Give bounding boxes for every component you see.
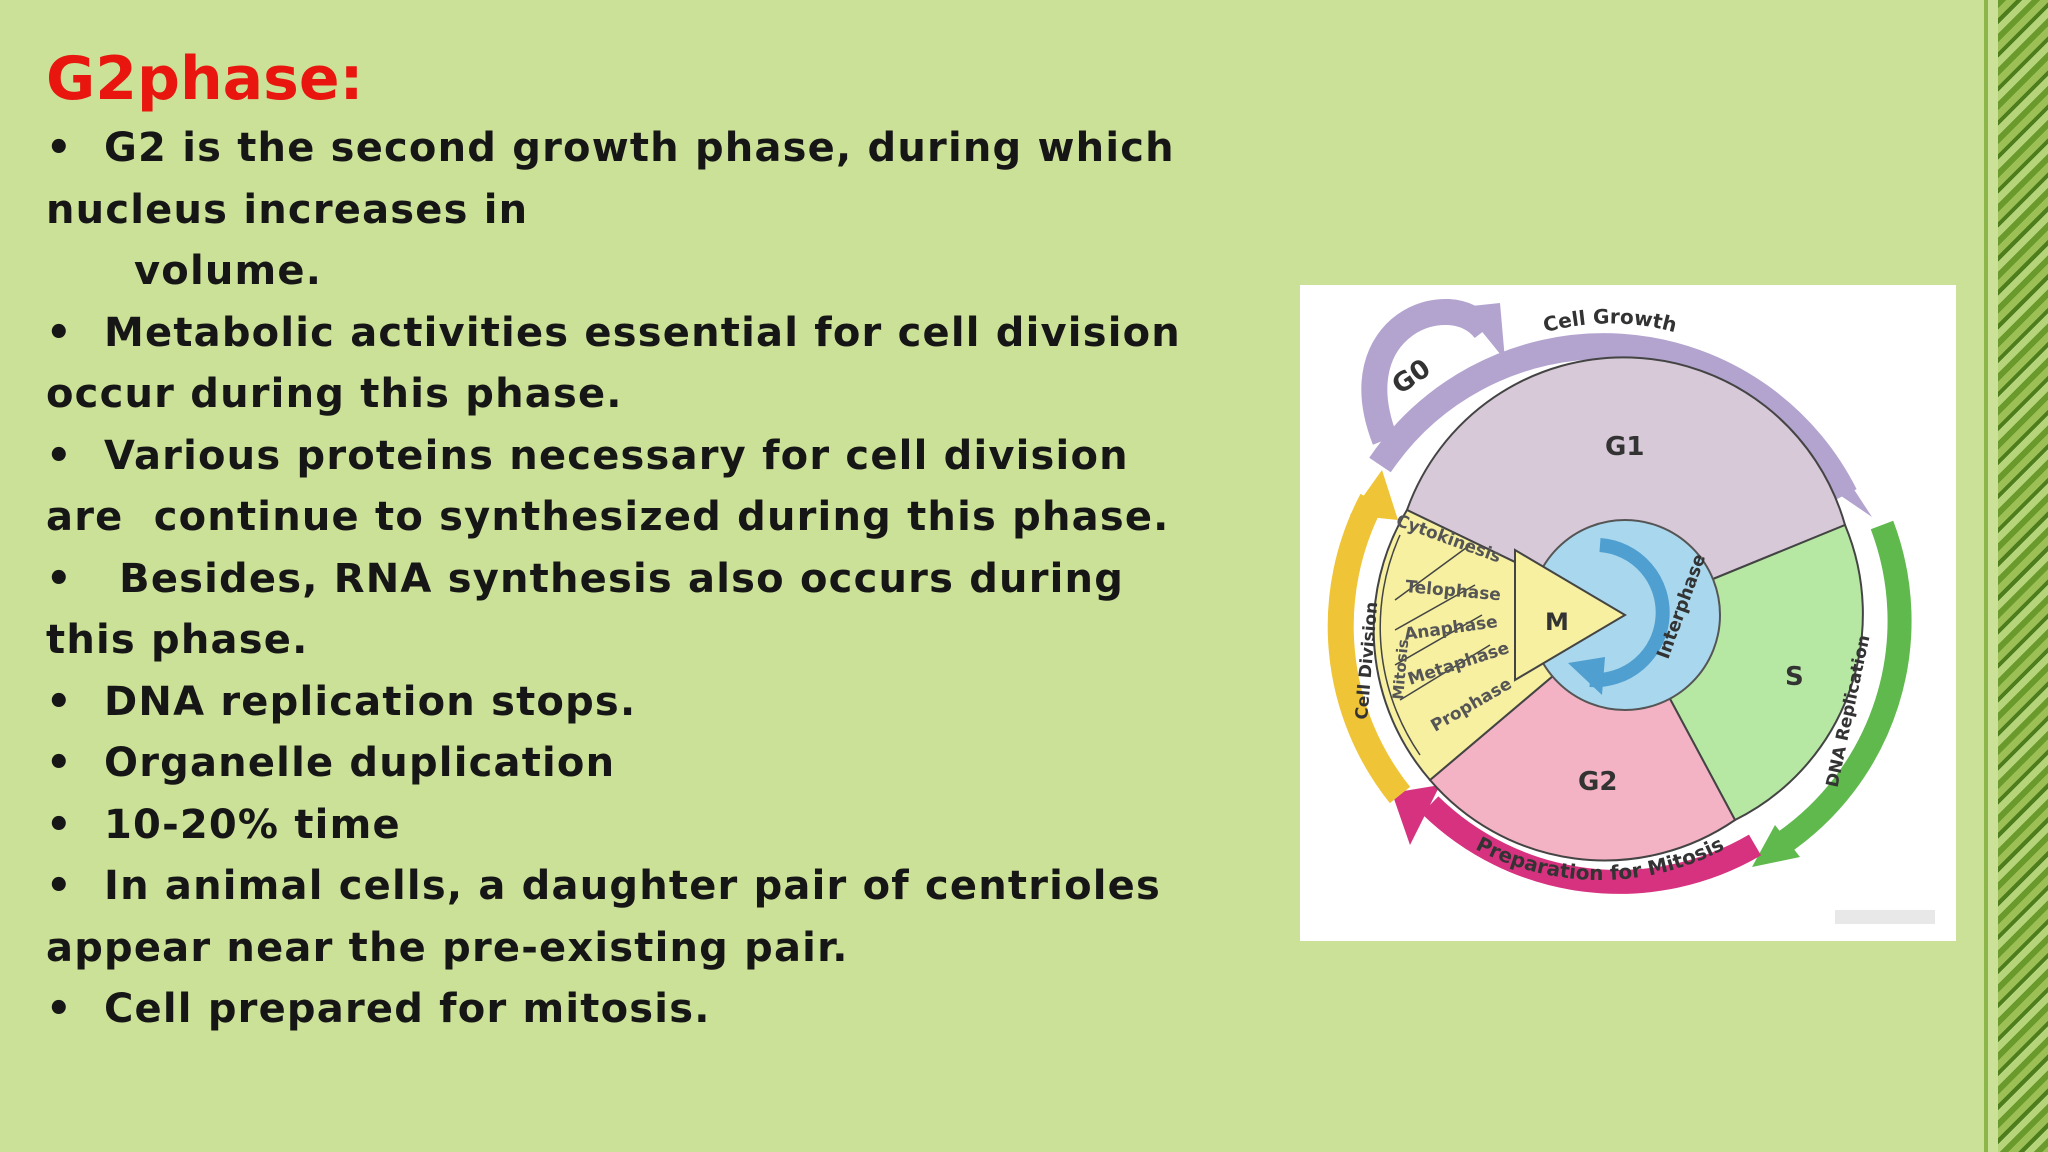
bullet-icon: • <box>46 309 73 356</box>
watermark-logo <box>1835 910 1935 924</box>
bullet-text: occur during this phase. <box>46 371 623 417</box>
prep-mitosis-arrowhead <box>1392 785 1440 845</box>
cell-growth-arrowhead <box>1825 465 1872 517</box>
bullet-text: this phase. <box>46 617 309 663</box>
s-label: S <box>1785 662 1804 692</box>
m-sector <box>1372 508 1627 782</box>
cell-cycle-diagram: G1 S G2 M G0 Interphase Cytokinesis Telo… <box>1300 285 1956 941</box>
bullet-item: • Metabolic activities essential for cell… <box>46 303 1266 426</box>
g2-label: G2 <box>1578 767 1617 797</box>
bullet-item: • Organelle duplication <box>46 733 1266 795</box>
cell-division-arrow <box>1327 493 1411 804</box>
cell-growth-arrow <box>1369 333 1857 501</box>
bullet-icon: • <box>46 986 73 1032</box>
bullet-icon: • <box>46 125 73 171</box>
g2-sector <box>1428 613 1737 862</box>
bullet-text: volume. <box>134 248 323 294</box>
g0-arrowhead <box>1462 303 1505 360</box>
decorative-border-line <box>1984 0 1988 1152</box>
cell-growth-text: Cell Growth <box>1541 304 1680 337</box>
bullet-item: • Cell prepared for mitosis. <box>46 979 1266 1041</box>
bullet-icon: • <box>46 555 73 602</box>
mitosis-text: Mitosis <box>1389 638 1412 700</box>
bullet-icon: • <box>46 740 73 786</box>
bullet-text: 10-20% time <box>104 801 401 848</box>
bullet-text: are continue to synthesized during this … <box>46 494 1170 540</box>
cell-growth-label: Cell Growth <box>1541 304 1680 337</box>
g0-arrow <box>1361 298 1496 445</box>
m-label: M <box>1545 608 1569 636</box>
interphase-arrowhead <box>1568 657 1605 695</box>
bullet-icon: • <box>46 432 73 479</box>
bullet-icon: • <box>46 678 73 725</box>
bullet-item: • Besides, RNA synthesis also occurs dur… <box>46 549 1266 672</box>
mitosis-stage-dividers <box>1379 534 1491 756</box>
bullet-icon: • <box>46 863 73 909</box>
slide-title: G2phase: <box>46 44 364 114</box>
bullet-text: Metabolic activities essential for cell … <box>104 309 1181 356</box>
bullet-text: Various proteins necessary for cell divi… <box>104 432 1129 479</box>
bullet-text: appear near the pre-existing pair. <box>46 924 849 971</box>
dna-replication-arrowhead <box>1752 825 1800 867</box>
decorative-border <box>1998 0 2048 1152</box>
bullet-text: Organelle duplication <box>104 740 616 786</box>
bullet-text: G2 is the second growth phase, during wh… <box>104 125 1175 171</box>
interphase-arrow <box>1589 538 1670 688</box>
cell-division-arrowhead <box>1350 470 1398 520</box>
g1-label: G1 <box>1605 432 1644 462</box>
bullet-icon: • <box>46 801 73 848</box>
bullet-text: DNA replication stops. <box>104 678 637 725</box>
bullet-item: • 10-20% time <box>46 795 1266 857</box>
bullet-text: In animal cells, a daughter pair of cent… <box>104 863 1161 909</box>
cell-cycle-svg: G1 S G2 M G0 Interphase Cytokinesis Telo… <box>1327 298 1935 924</box>
prep-mitosis-arrow <box>1421 796 1762 894</box>
m-triangle <box>1514 548 1627 682</box>
bullet-text: Cell prepared for mitosis. <box>104 986 711 1032</box>
bullet-list: • G2 is the second growth phase, during w… <box>46 118 1266 1041</box>
bullet-text: nucleus increases in <box>46 186 529 233</box>
bullet-item: • G2 is the second growth phase, during w… <box>46 118 1266 303</box>
mitosis-label: Mitosis <box>1389 638 1412 700</box>
bullet-text: Besides, RNA synthesis also occurs durin… <box>104 555 1125 602</box>
bullet-item: • In animal cells, a daughter pair of cen… <box>46 856 1266 979</box>
bullet-item: • Various proteins necessary for cell div… <box>46 426 1266 549</box>
bullet-item: • DNA replication stops. <box>46 672 1266 734</box>
dna-replication-arrow <box>1773 520 1912 855</box>
